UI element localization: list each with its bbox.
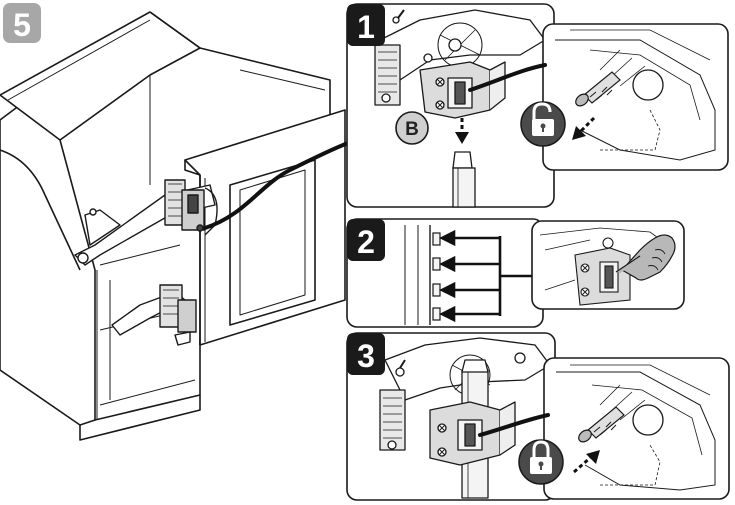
step-3-in-arrow [573,450,600,474]
step-1-zoom-panel [542,23,729,171]
step-2-number: 2 [357,224,375,260]
step-3-badge: 3 [347,333,385,375]
step-1-number: 1 [357,9,375,45]
callout-b: B [395,111,429,145]
leader-line-to-step-1 [203,141,350,230]
step-1-down-arrow [455,118,469,144]
leader-line-step-3-zoom [478,413,550,437]
step-3-panel [346,332,556,501]
step-3-number: 3 [357,338,375,374]
main-step-number: 5 [13,7,31,43]
step-1-badge: 1 [347,4,385,46]
step-1-hinge-detail [374,9,546,119]
pointing-hand-icon [615,234,676,281]
step-1-panel: B [346,3,555,208]
lower-hinge-illustration [111,284,197,346]
step-3-zoom-panel [543,357,730,500]
leader-line-step-1-zoom [468,63,547,92]
step-2-arrows [439,229,535,323]
step-2-panel [346,218,544,328]
cabinet-door [184,109,346,346]
step-1-out-arrow [572,116,596,140]
main-step-badge: 5 [3,3,41,43]
upper-hinge-illustration [74,179,218,266]
locked-padlock-icon [518,439,564,485]
step-2-badge: 2 [347,219,385,261]
step-1-post [452,151,476,208]
unlocked-padlock-icon [520,101,566,147]
step-2-zoom-panel [531,220,685,310]
step-3-screw [578,406,625,443]
callout-b-label: B [405,119,419,140]
cabinet-illustration [0,11,331,441]
step-1-screw [575,71,621,107]
